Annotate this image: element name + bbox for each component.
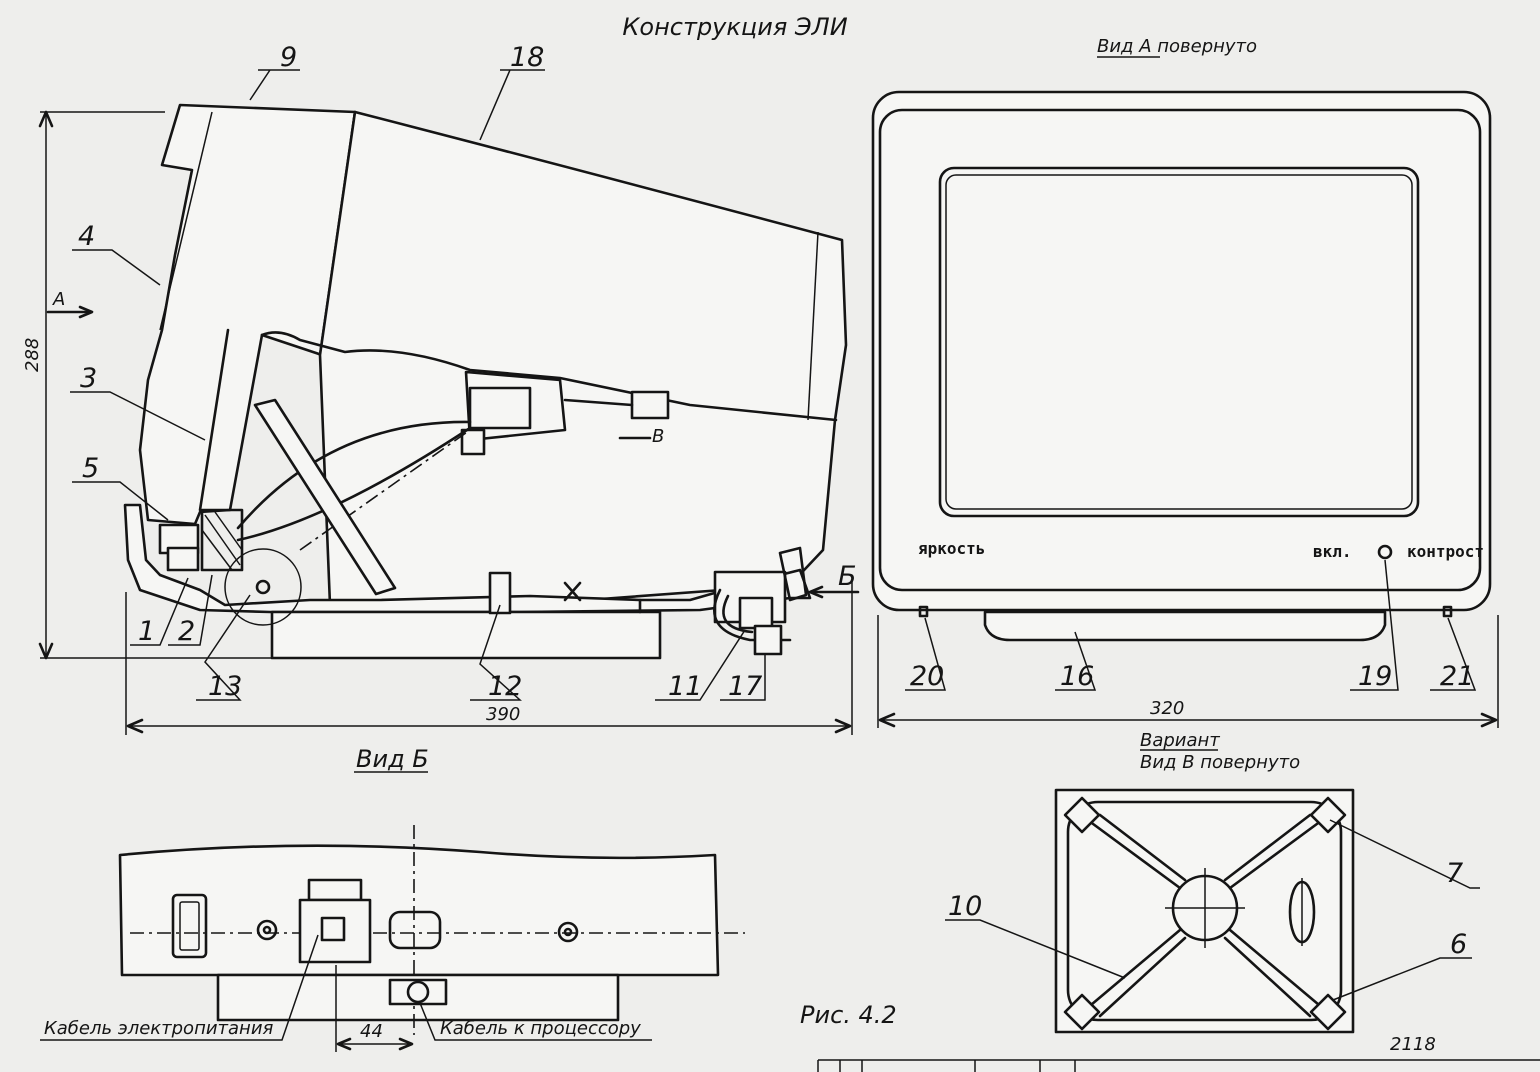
view-v-title: Вид В повернуто: [1140, 752, 1300, 773]
callout-13: 13: [208, 671, 242, 702]
callout-1: 1: [138, 616, 155, 647]
callout-2: 2: [178, 616, 195, 647]
yoke-view: 10 7 6: [945, 788, 1480, 1034]
view-a-title: Вид А повернуто: [1097, 36, 1257, 57]
brightness-label: яркость: [918, 539, 985, 558]
callout-12: 12: [488, 671, 522, 702]
arrow-v-label: В: [652, 426, 664, 447]
figure-caption: Рис. 4.2: [800, 1001, 897, 1029]
variant-label: Вариант: [1140, 730, 1220, 751]
dimension-spacing: 44: [360, 1021, 383, 1042]
power-button-icon: [1377, 544, 1393, 560]
processor-cable-label: Кабель к процессору: [440, 1018, 641, 1039]
callout-9: 9: [280, 42, 297, 73]
front-view: яркость вкл. контрост 320 20 16 19 21: [871, 90, 1499, 728]
contrast-label: контрост: [1407, 542, 1484, 561]
callout-16: 16: [1060, 661, 1094, 692]
drawing-title: Конструкция ЭЛИ: [622, 13, 847, 41]
screen: [938, 166, 1420, 518]
power-label: вкл.: [1313, 542, 1352, 561]
arrow-b-label: Б: [838, 561, 857, 592]
callout-7: 7: [1446, 858, 1463, 889]
callout-5: 5: [82, 453, 99, 484]
power-cable-label: Кабель электропитания: [44, 1018, 274, 1039]
callout-11: 11: [668, 671, 702, 702]
callout-3: 3: [80, 363, 97, 394]
callout-17: 17: [728, 671, 762, 702]
callout-6: 6: [1450, 929, 1467, 960]
title-block: 2118: [817, 1034, 1540, 1072]
rear-panel-view: Кабель электропитания Кабель к процессор…: [40, 825, 745, 1052]
arrow-a-label: А: [52, 289, 65, 310]
callout-20: 20: [910, 661, 944, 692]
callout-19: 19: [1358, 661, 1392, 692]
view-b-title: Вид Б: [356, 745, 429, 773]
dimension-length: 390: [486, 704, 520, 725]
side-view: В 288 390: [22, 42, 860, 735]
monitor-case: [871, 90, 1492, 612]
sheet-number: 2118: [1390, 1034, 1436, 1055]
callout-21: 21: [1440, 661, 1474, 692]
callout-4: 4: [78, 221, 95, 252]
front-bezel: [138, 103, 357, 526]
monitor-stand: [983, 610, 1387, 642]
callout-18: 18: [510, 42, 544, 73]
callout-10: 10: [948, 891, 982, 922]
dimension-width: 320: [1150, 698, 1184, 719]
dimension-height: 288: [22, 338, 43, 372]
rear-shell: [318, 110, 848, 607]
